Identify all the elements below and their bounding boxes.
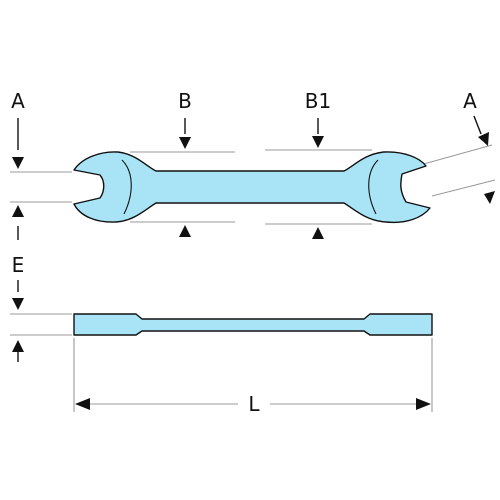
label-a-right: A — [463, 89, 477, 113]
dimension-b1 — [312, 118, 324, 239]
dimension-l — [75, 398, 431, 410]
dimension-e — [12, 280, 24, 362]
wrench-side-view — [73, 313, 433, 336]
side-view-dimension-lines — [10, 313, 433, 412]
dimension-b — [179, 118, 191, 237]
label-b: B — [178, 89, 192, 113]
label-b1: B1 — [305, 89, 331, 113]
label-a-left: A — [11, 89, 25, 113]
dimension-a-right — [473, 115, 495, 204]
top-view-dimension-lines — [10, 144, 496, 225]
label-l: L — [248, 392, 260, 416]
label-e: E — [12, 253, 25, 277]
wrench-top-outline — [73, 151, 431, 224]
dimension-a-left — [12, 118, 24, 240]
wrench-side-outline — [73, 313, 433, 336]
dimension-labels: A B B1 A E L — [11, 89, 477, 416]
wrench-top-view — [73, 151, 431, 224]
